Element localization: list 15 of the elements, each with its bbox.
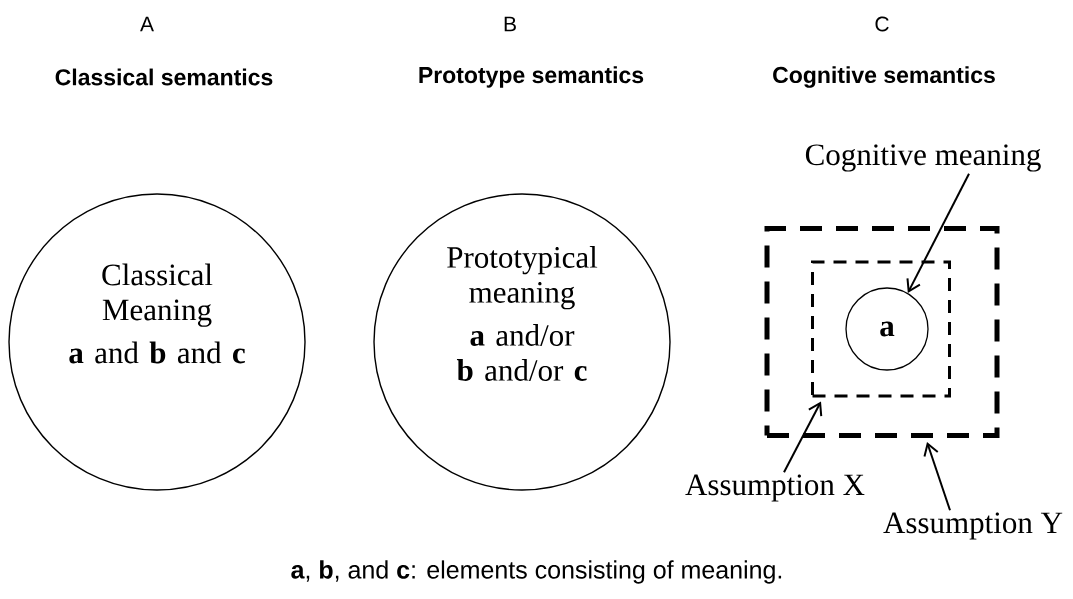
text-label: Assumption Y (883, 512, 1063, 540)
column-letter: A (140, 16, 154, 32)
column-letter: C (875, 16, 889, 32)
caption: a, b, and c: elements consisting of meaning. (291, 560, 782, 584)
arrow (783, 401, 823, 474)
column-heading: Classical semantics (55, 68, 273, 86)
text-label: Cognitive meaning (805, 144, 1041, 172)
dashed-box (764, 226, 1000, 438)
dashed-box (811, 260, 951, 398)
column-heading: Prototype semantics (419, 66, 644, 88)
column-heading: Cognitive semantics (773, 66, 995, 88)
arrow (906, 172, 970, 293)
arrow (923, 442, 951, 512)
text-label: Assumption X (685, 474, 865, 502)
column-letter: B (504, 16, 516, 32)
